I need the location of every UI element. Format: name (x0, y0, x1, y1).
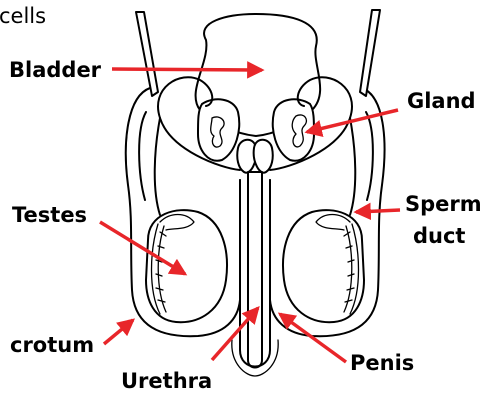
ureter-right (360, 10, 380, 96)
label-sperm: Sperm (405, 192, 482, 216)
label-gland: Gland (407, 89, 476, 113)
penis-shaft (248, 172, 262, 368)
gland-left (198, 99, 239, 160)
label-urethra: Urethra (121, 369, 212, 393)
label-scrotum: crotum (10, 333, 94, 357)
label-testes: Testes (12, 203, 87, 227)
scrotum-inner-left (139, 112, 146, 200)
sperm-duct-right-lower (350, 118, 355, 215)
prostate-right (254, 140, 273, 173)
ureter-left (136, 12, 158, 96)
anatomy-drawing (126, 10, 385, 376)
sperm-duct-left-lower (155, 118, 160, 215)
sperm-duct-arrow (356, 210, 400, 212)
label-duct: duct (413, 224, 465, 248)
scrotum-arrow (104, 320, 133, 344)
label-penis: Penis (350, 351, 414, 375)
corner-text: cells (0, 4, 46, 28)
label-bladder: Bladder (9, 58, 102, 82)
scrotum-inner-right (366, 112, 373, 200)
bladder-arrow (112, 69, 262, 70)
